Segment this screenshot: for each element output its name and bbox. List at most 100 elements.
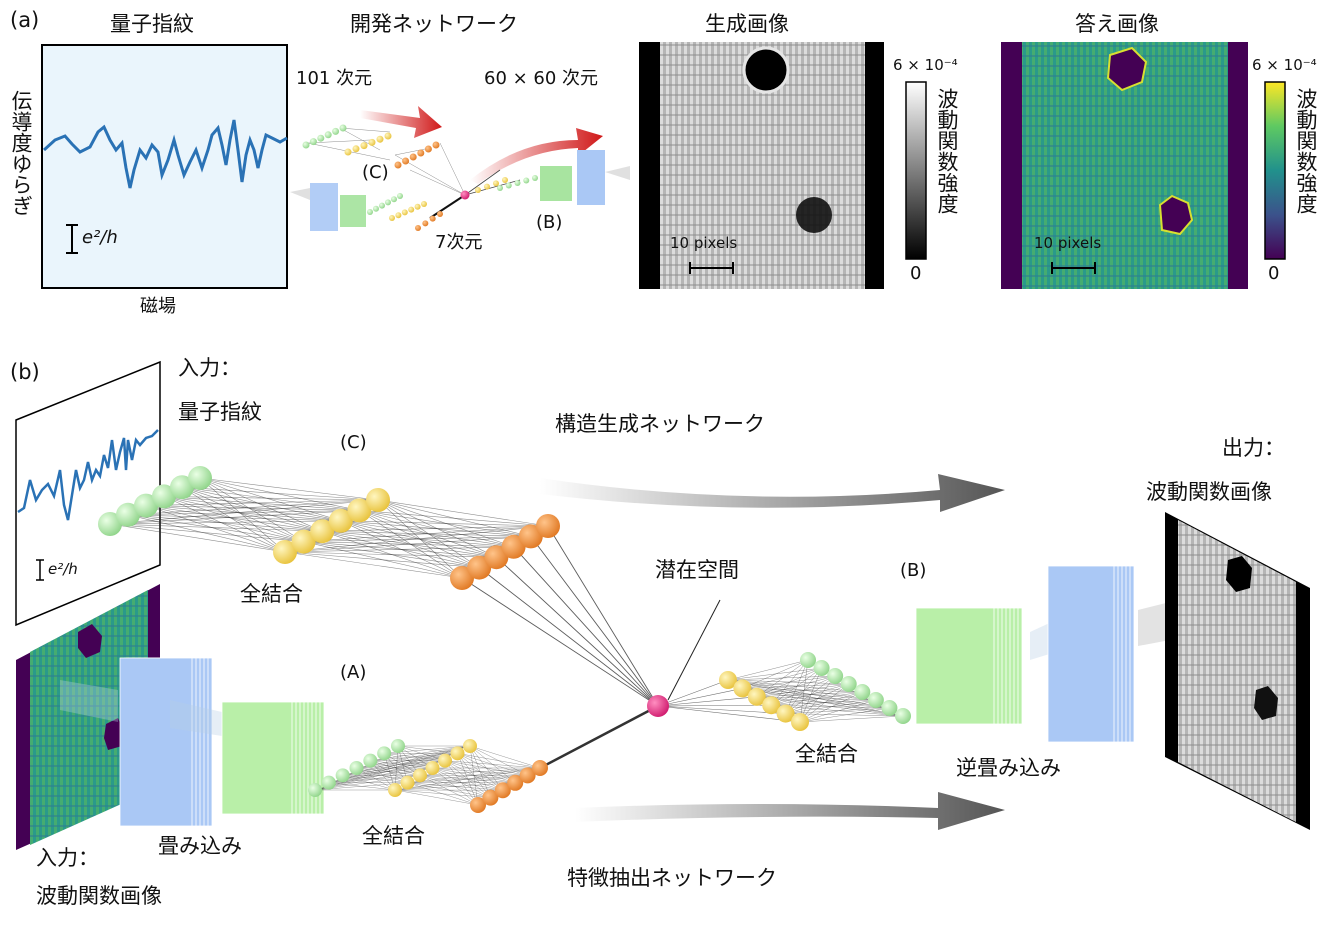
mini-yellow-node <box>376 135 384 143</box>
orange-node <box>507 774 524 791</box>
mini-yellow-node <box>352 145 360 153</box>
orange-node <box>467 555 492 580</box>
fingerprint-xlabel: 磁場 <box>140 296 176 317</box>
input-fingerprint-curve <box>17 429 159 521</box>
feature-network-arrow <box>575 792 1005 830</box>
mini-green-node <box>379 202 385 209</box>
fc-top-label: 全結合 <box>240 582 303 606</box>
green-node <box>152 484 176 509</box>
green-node <box>363 753 378 768</box>
fc-right-label: 全結合 <box>795 742 858 766</box>
orange-node <box>494 782 511 799</box>
mini-branch-c: (C) <box>362 162 389 183</box>
conv-blue-layer <box>119 657 193 827</box>
green-node <box>827 668 844 684</box>
mini-green-node <box>367 209 373 215</box>
yellow-node <box>747 687 766 706</box>
mini-orange-node <box>429 215 436 222</box>
mini-yellow-node <box>360 142 368 150</box>
dim-output: 60 × 60 次元 <box>484 68 599 89</box>
conv-layer-stack <box>119 657 213 827</box>
orange-node <box>501 534 526 559</box>
gray-colorbar-max: 6 × 10⁻⁴ <box>893 56 958 74</box>
deconv-blue-stack <box>1047 565 1135 743</box>
green-node <box>335 768 350 783</box>
green-node <box>391 739 405 753</box>
gray-colorbar-min: 0 <box>910 263 922 284</box>
orange-node <box>470 797 486 813</box>
mini-orange-node <box>415 225 421 231</box>
deconv-green-layer <box>915 607 995 725</box>
fc-bottom-label: 全結合 <box>362 824 425 848</box>
generated-title: 生成画像 <box>705 12 789 36</box>
yellow-node <box>400 775 415 790</box>
answer-image <box>1001 42 1248 289</box>
yellow-node <box>733 679 752 698</box>
input-image-line1: 入力： <box>36 846 99 870</box>
green-node <box>308 783 322 797</box>
mini-yellow-node <box>493 180 499 187</box>
yellow-node <box>291 529 316 554</box>
green-node <box>867 692 884 708</box>
mini-orange-node <box>394 161 402 169</box>
orange-node <box>532 760 548 776</box>
mini-branch-b: (B) <box>536 212 563 233</box>
mini-yellow-node <box>408 206 415 213</box>
answer-scalebar-label: 10 pixels <box>1034 234 1102 252</box>
yellow-node <box>719 671 737 689</box>
convolution-label: 畳み込み <box>158 834 242 858</box>
mini-blue-layer-right <box>577 150 605 205</box>
mini-green-node <box>523 177 530 184</box>
green-node <box>800 652 816 668</box>
output-line1: 出力： <box>1222 436 1285 460</box>
output-line2: 波動関数画像 <box>1146 480 1272 504</box>
input-image-line2: 波動関数画像 <box>36 884 162 908</box>
mini-yellow-node <box>421 201 427 207</box>
mini-green-node <box>385 199 391 206</box>
yellow-node <box>450 746 465 761</box>
panel-b-label: (b) <box>10 360 40 384</box>
mini-orange-node <box>422 220 429 227</box>
deconv-blue-layer <box>1047 565 1115 743</box>
input-fingerprint-card <box>15 360 161 627</box>
mini-yellow-node <box>484 183 490 190</box>
green-node <box>188 466 212 490</box>
viridis-colorbar-max: 6 × 10⁻⁴ <box>1252 56 1317 74</box>
conv-green-stack <box>221 701 325 815</box>
mini-yellow-node <box>395 212 402 219</box>
branch-a-label: (A) <box>340 662 367 683</box>
mini-green-node <box>497 185 503 191</box>
green-node <box>895 708 911 724</box>
red-arrow-2 <box>470 128 603 184</box>
viridis-colorbar-min: 0 <box>1268 263 1280 284</box>
yellow-node <box>413 768 427 783</box>
mini-latent-node <box>460 190 470 200</box>
fc-decoder-right <box>657 652 911 731</box>
branch-b-label: (B) <box>900 560 927 581</box>
fc-top-network <box>98 466 659 707</box>
structure-network-arrow <box>540 474 1005 512</box>
mini-green-node <box>391 196 397 203</box>
mini-yellow-node <box>384 132 392 140</box>
mini-yellow-node <box>389 215 395 221</box>
mini-green-node <box>332 127 340 135</box>
yellow-node <box>388 783 402 797</box>
gray-colorbar <box>905 81 927 260</box>
mini-orange-node <box>417 149 425 157</box>
green-node <box>321 775 336 790</box>
deconvolution-label: 逆畳み込み <box>956 756 1061 780</box>
dim-latent: 7次元 <box>435 232 483 253</box>
mini-green-layer-right <box>540 166 572 201</box>
yellow-node <box>347 498 372 523</box>
mini-orange-node <box>437 211 443 217</box>
output-wavefunction-image <box>1165 512 1310 830</box>
yellow-node <box>310 519 335 544</box>
fingerprint-ylabel: 伝導度ゆらぎ <box>9 90 33 216</box>
green-node <box>98 512 122 536</box>
mini-green-node <box>514 180 521 186</box>
mini-yellow-node <box>368 138 376 146</box>
fingerprint-title: 量子指紋 <box>110 12 194 36</box>
mini-yellow-node <box>401 209 408 216</box>
mini-green-node <box>532 175 538 181</box>
network-title: 開発ネットワーク <box>350 12 518 36</box>
